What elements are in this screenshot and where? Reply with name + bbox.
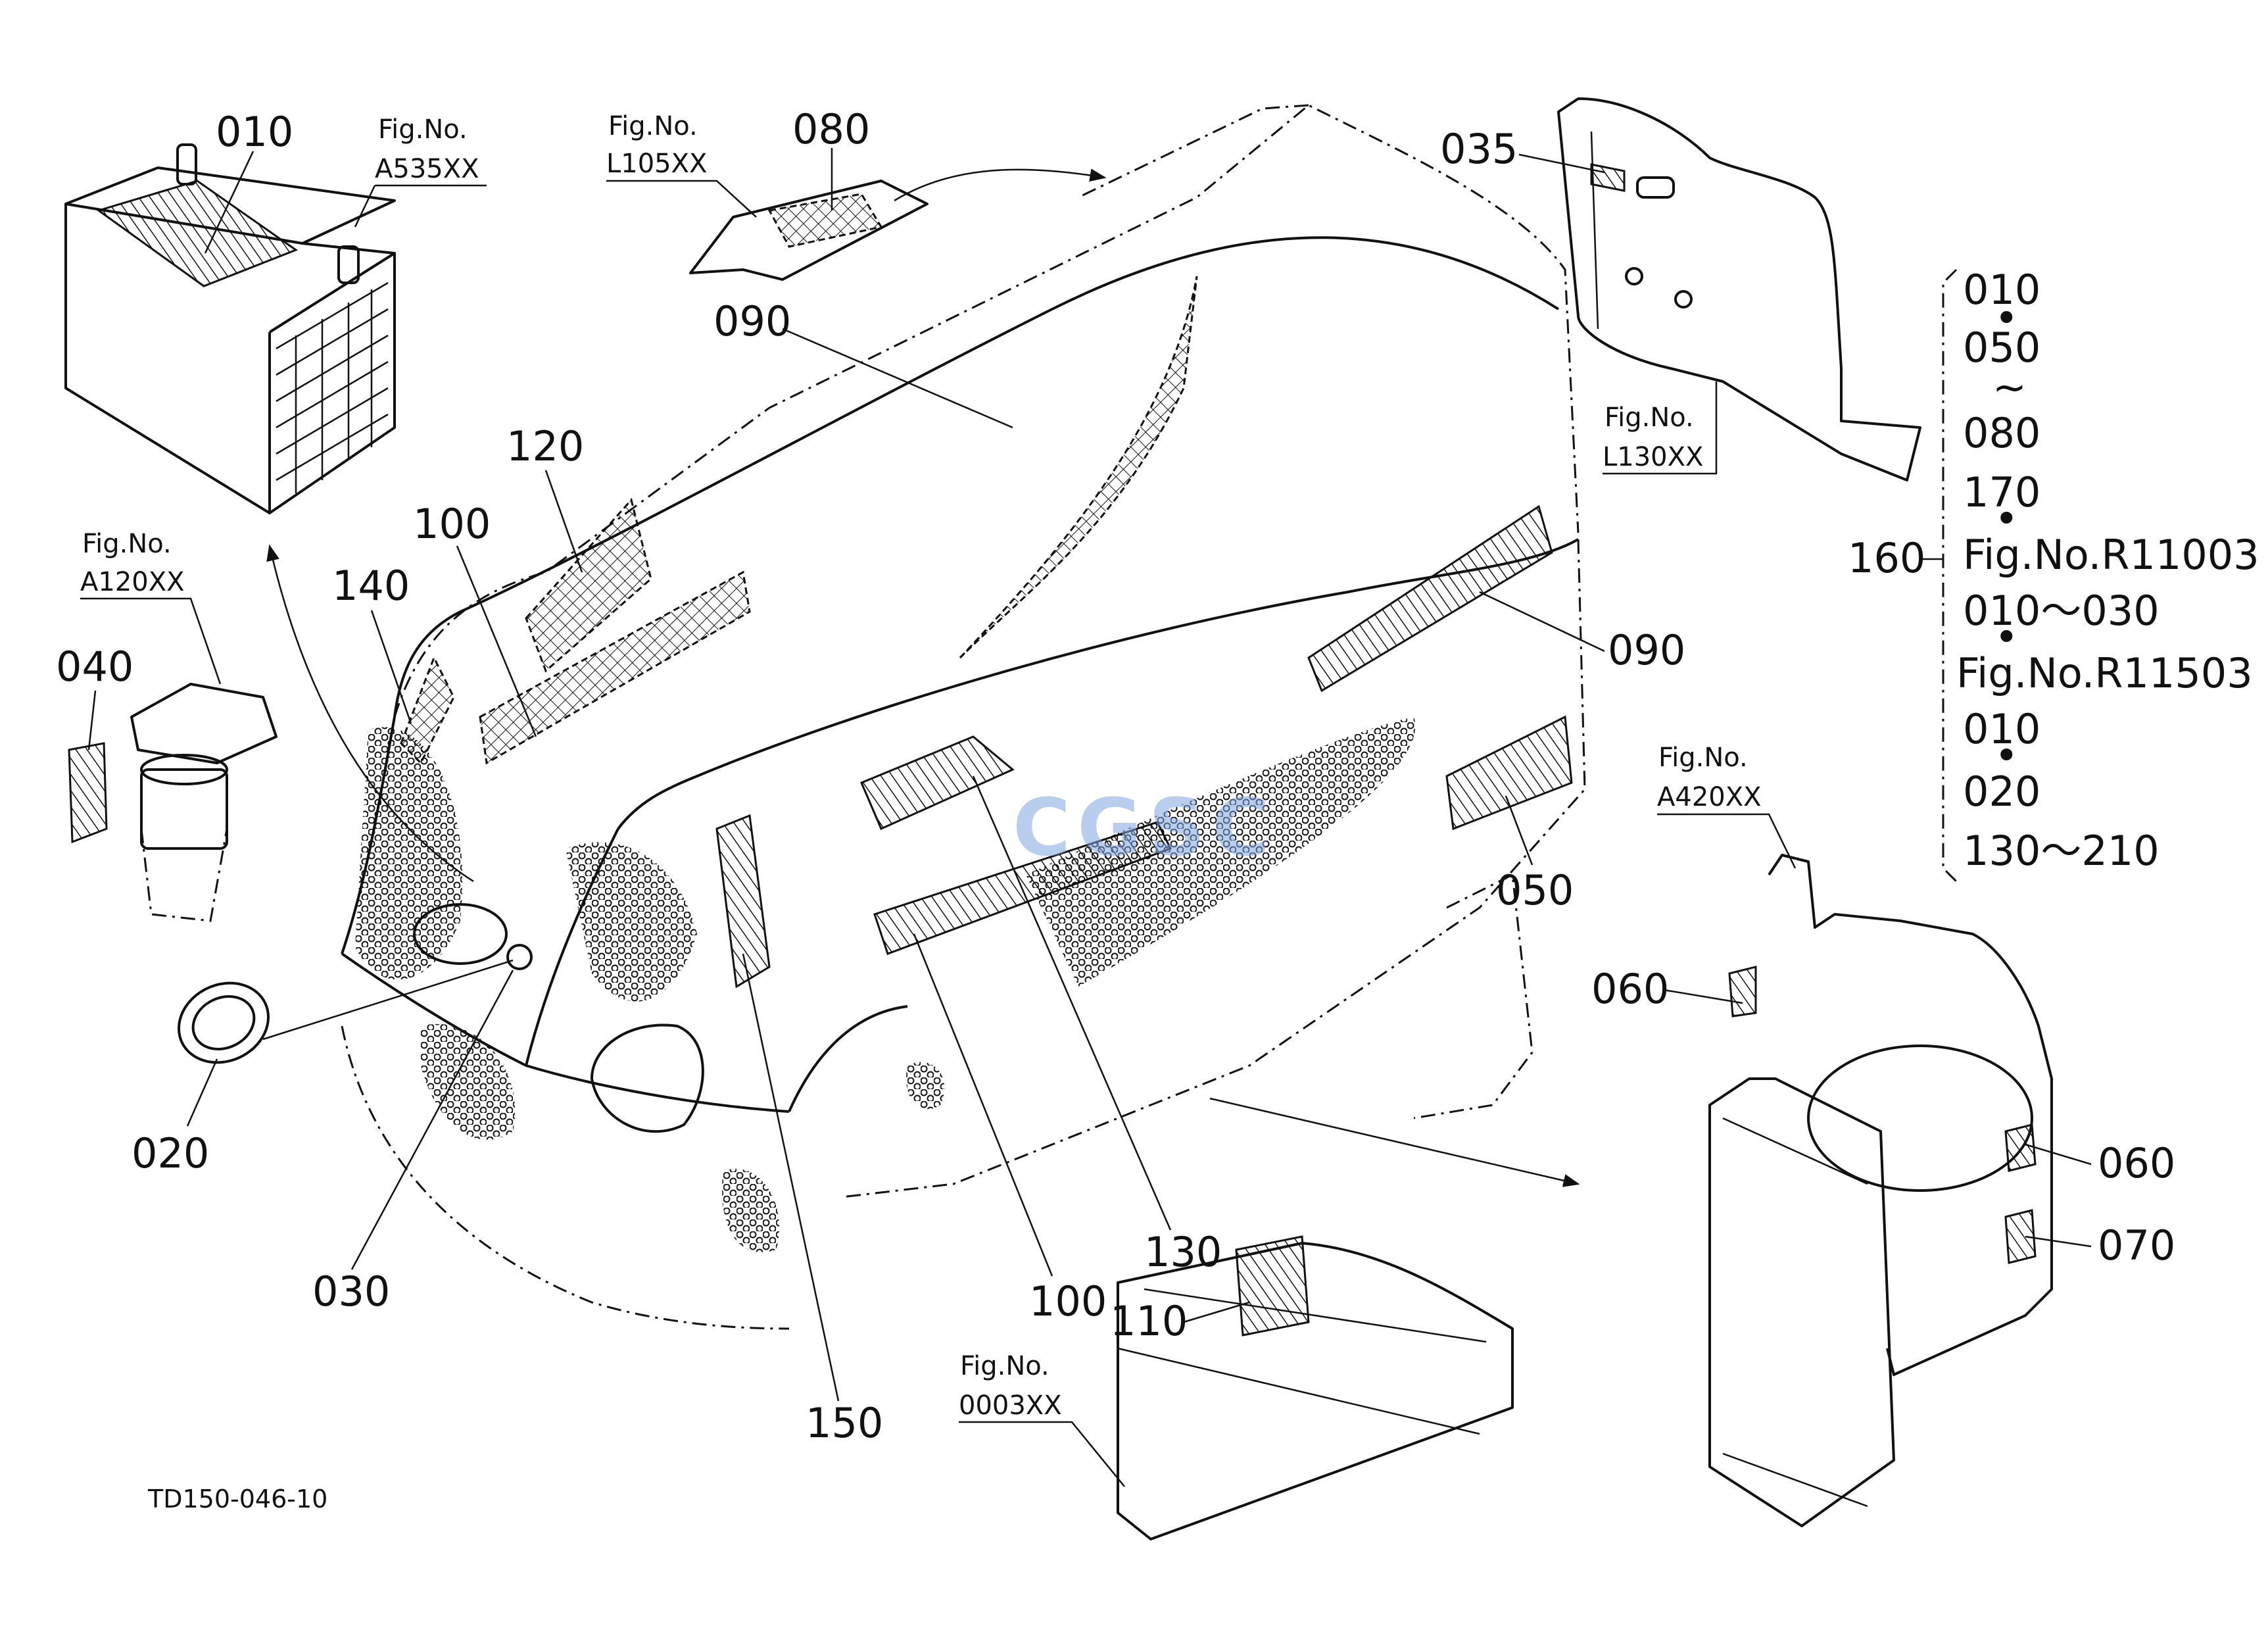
decal-150 xyxy=(715,814,771,989)
callout-040: 040 xyxy=(56,643,133,691)
callout-035: 035 xyxy=(1440,125,1518,173)
decal-110 xyxy=(1235,1235,1310,1337)
set-note-line-5: 170 xyxy=(1963,468,2040,516)
callout-030: 030 xyxy=(312,1267,390,1315)
fig-ref-radiator-code: A420XX xyxy=(1657,782,1762,812)
radiator-decal-060-left xyxy=(1728,966,1757,1018)
callout-140: 140 xyxy=(332,562,410,610)
set-note-line-8: Fig.No.R11503 xyxy=(1956,649,2253,697)
callout-labels: 010 080 035 090 090 120 100 140 040 020 … xyxy=(56,105,2175,1447)
battery xyxy=(64,143,396,514)
set-note-dot-4: • xyxy=(1994,731,2019,779)
cap-020 xyxy=(177,981,270,1064)
filter-decal-040 xyxy=(68,742,108,844)
fig-ref-battery-code: A535XX xyxy=(375,154,479,184)
decal-130 xyxy=(860,735,1015,830)
callout-060-right: 060 xyxy=(2098,1139,2175,1187)
fig-ref-battery-prefix: Fig.No. xyxy=(378,114,468,145)
set-note-line-1: 010 xyxy=(1963,266,2040,314)
fig-ref-filter-prefix: Fig.No. xyxy=(82,529,172,559)
set-note: 010 • 050 ~ 080 170 • Fig.No.R11003 010～… xyxy=(1942,266,2259,883)
callout-120: 120 xyxy=(506,422,584,470)
set-note-line-10: 020 xyxy=(1963,768,2040,816)
fig-ref-bonnet-code: L105XX xyxy=(606,149,707,179)
callout-100-bottom: 100 xyxy=(1029,1277,1107,1325)
set-note-line-2: 050 xyxy=(1963,324,2040,372)
callout-090-right: 090 xyxy=(1608,626,1685,674)
callout-130: 130 xyxy=(1144,1228,1222,1276)
callout-070: 070 xyxy=(2098,1221,2175,1269)
radiator-assembly xyxy=(1708,854,2053,1527)
fig-ref-bonnet-prefix: Fig.No. xyxy=(608,111,698,141)
set-note-line-9: 010 xyxy=(1963,705,2040,753)
set-note-line-3: ~ xyxy=(1992,363,2027,411)
decal-100-top xyxy=(479,570,751,765)
bonnet-decal-080 xyxy=(767,193,883,248)
decal-140 xyxy=(400,655,455,765)
fig-ref-engine-code: 0003XX xyxy=(959,1390,1062,1421)
callout-100-top: 100 xyxy=(413,500,491,548)
bonnet-cover xyxy=(689,180,929,281)
figure-references: Fig.No. A535XX Fig.No. L105XX Fig.No. L1… xyxy=(80,111,1797,1487)
drawing-id: TD150-046-10 xyxy=(147,1485,327,1513)
set-note-dot-1: • xyxy=(1994,294,2019,342)
decal-120 xyxy=(525,497,652,673)
radiator-decal-070 xyxy=(2004,1209,2037,1264)
callout-150: 150 xyxy=(806,1399,883,1447)
set-note-dot-3: • xyxy=(1994,613,2019,661)
hood xyxy=(341,104,1586,1330)
fig-ref-filter-code: A120XX xyxy=(80,567,185,597)
fig-ref-panel-prefix: Fig.No. xyxy=(1604,403,1694,433)
set-note-dot-2: • xyxy=(1994,495,2019,543)
callout-060-left: 060 xyxy=(1591,965,1669,1013)
callout-110: 110 xyxy=(1110,1297,1188,1345)
watermark: CGSC xyxy=(1013,783,1276,874)
set-note-line-11: 130～210 xyxy=(1963,827,2159,875)
fig-ref-radiator-prefix: Fig.No. xyxy=(1658,743,1748,773)
set-note-line-6: Fig.No.R11003 xyxy=(1963,531,2259,579)
set-note-line-7: 010～030 xyxy=(1963,587,2159,635)
fuel-filter xyxy=(68,683,277,922)
callout-050: 050 xyxy=(1496,866,1574,914)
engine-block xyxy=(1117,873,1533,1540)
callout-010: 010 xyxy=(216,108,293,156)
callout-090-top: 090 xyxy=(713,297,791,345)
battery-decal-010 xyxy=(96,180,299,287)
set-note-line-4: 080 xyxy=(1963,409,2040,457)
callout-080: 080 xyxy=(792,105,870,153)
fig-ref-engine-prefix: Fig.No. xyxy=(960,1351,1050,1381)
kubota-logo-decal xyxy=(1307,504,1553,693)
callout-020: 020 xyxy=(132,1129,209,1177)
panel-decal-035 xyxy=(1590,163,1626,192)
fig-ref-panel-code: L130XX xyxy=(1603,442,1703,472)
callout-160: 160 xyxy=(1848,534,1925,582)
decal-090-top xyxy=(959,276,1198,659)
decal-050 xyxy=(1445,715,1573,831)
